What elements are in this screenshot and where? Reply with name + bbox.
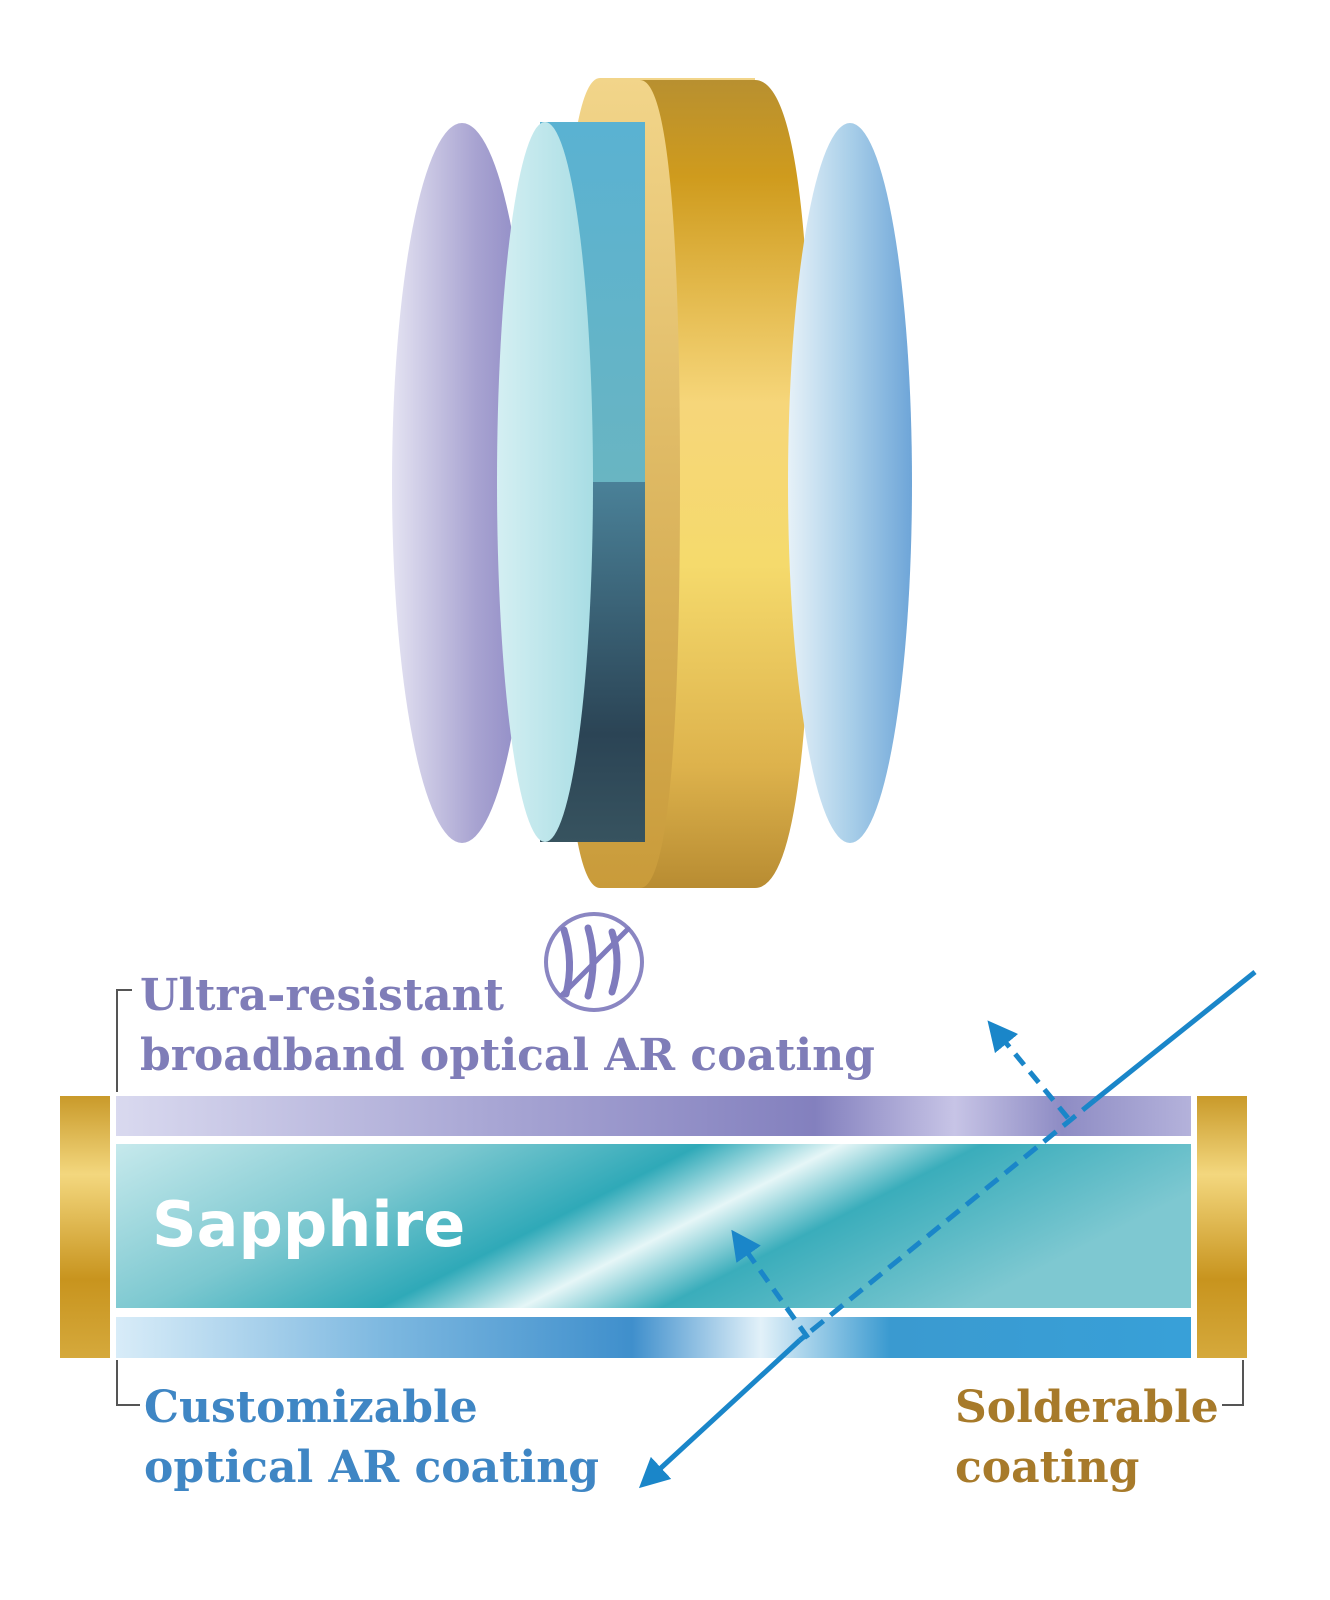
- light-rays: [638, 970, 1257, 1489]
- sapphire-disc-face: [497, 122, 593, 842]
- reflected-ray-top: [987, 1020, 1070, 1120]
- top-coating-label-line2: broadband optical AR coating: [140, 1030, 875, 1081]
- solderable-ring-front: [640, 80, 812, 888]
- top-coating-label-line1: Ultra-resistant: [140, 970, 504, 1021]
- bottom-coating-label-line1: Customizable: [144, 1382, 478, 1433]
- reflected-ray-bottom: [731, 1229, 811, 1340]
- broadband-ar-layer: [116, 1096, 1191, 1136]
- bottom-coating-label: Customizable optical AR coating: [144, 1378, 599, 1498]
- customizable-ar-coating-disc: [788, 123, 912, 843]
- solderable-coating-left: [60, 1096, 110, 1358]
- broadband-ar-coating-disc: [392, 123, 532, 843]
- solder-coating-label-line1: Solderable: [955, 1382, 1219, 1433]
- top-coating-bracket: [116, 989, 132, 1092]
- solder-coating-label-line2: coating: [955, 1442, 1140, 1493]
- cross-section: [60, 1096, 1247, 1358]
- solderable-coating-right: [1197, 1096, 1247, 1358]
- solder-coating-label: Solderable coating: [955, 1378, 1219, 1498]
- solder-coating-bracket: [1222, 1360, 1244, 1406]
- scratch-resistant-icon: [544, 912, 644, 1012]
- ray-inside-dashed: [798, 1098, 1097, 1342]
- sapphire-label: Sapphire: [152, 1188, 466, 1261]
- transmitted-ray: [638, 1338, 802, 1489]
- top-coating-label: Ultra-resistant broadband optical AR coa…: [140, 966, 875, 1086]
- customizable-ar-layer: [116, 1317, 1191, 1358]
- bottom-coating-label-line2: optical AR coating: [144, 1442, 599, 1493]
- incident-ray-solid-top: [1093, 970, 1257, 1102]
- sapphire-layer: [116, 1144, 1191, 1308]
- exploded-window-illustration: [392, 78, 912, 888]
- bottom-coating-bracket: [116, 1360, 140, 1406]
